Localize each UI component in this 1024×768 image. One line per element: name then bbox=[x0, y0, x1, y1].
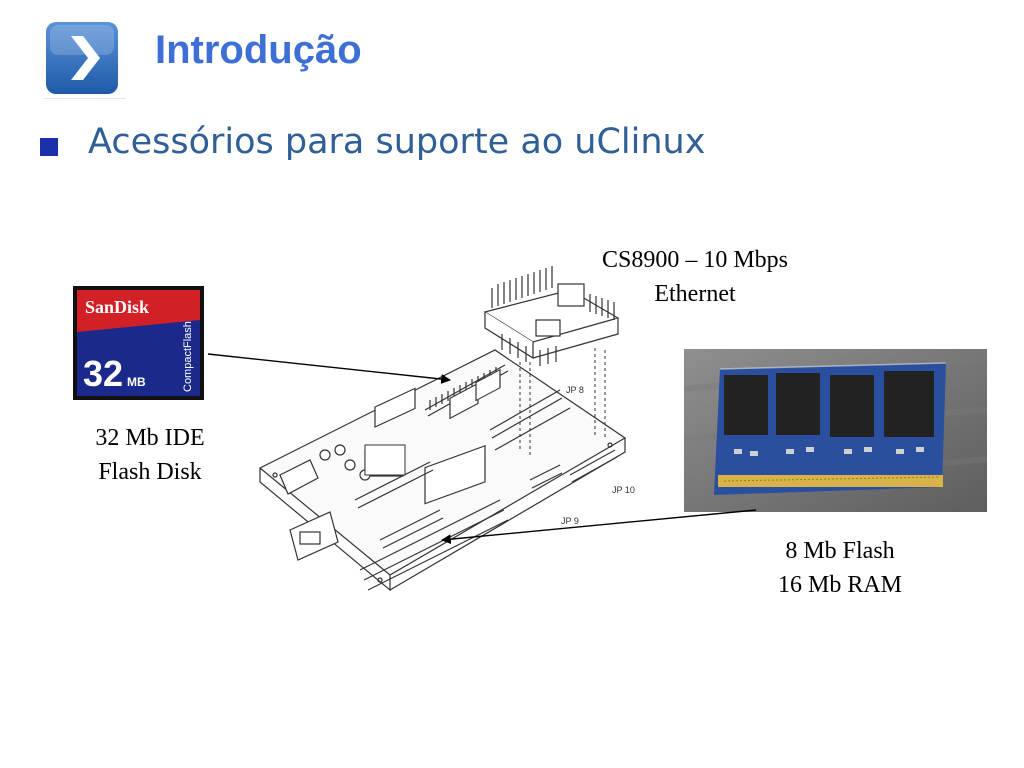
jp10-label: JP 10 bbox=[612, 485, 635, 495]
slide-subtitle: Acessórios para suporte ao uClinux bbox=[88, 122, 706, 162]
ethernet-module-drawing bbox=[483, 266, 620, 366]
jp9-label: JP 9 bbox=[561, 516, 579, 526]
caption-mem-line1: 8 Mb Flash bbox=[785, 538, 895, 564]
memory-module-image bbox=[684, 349, 987, 512]
chevron-right-icon bbox=[46, 22, 118, 94]
caption-cf-line2: Flash Disk bbox=[98, 459, 202, 485]
card-unit: MB bbox=[127, 375, 146, 389]
caption-memory: 8 Mb Flash 16 Mb RAM bbox=[740, 534, 940, 602]
caption-mem-line2: 16 Mb RAM bbox=[777, 572, 903, 598]
square-bullet-icon bbox=[40, 138, 58, 156]
caption-ethernet: CS8900 – 10 Mbps Ethernet bbox=[575, 243, 815, 311]
logo-divider bbox=[44, 98, 126, 99]
slide-title: Introdução bbox=[155, 28, 362, 72]
card-type-label: CompactFlash bbox=[182, 321, 194, 392]
caption-cf-line1: 32 Mb IDE bbox=[95, 425, 205, 451]
caption-eth-line1: CS8900 – 10 Mbps bbox=[601, 247, 789, 273]
card-brand: SanDisk bbox=[85, 297, 149, 317]
caption-compact-flash: 32 Mb IDE Flash Disk bbox=[60, 421, 240, 489]
card-capacity: 32 bbox=[83, 353, 123, 394]
caption-eth-line2: Ethernet bbox=[654, 281, 736, 307]
jp8-label: JP 8 bbox=[566, 385, 584, 395]
compact-flash-card-image: SanDisk 32 MB CompactFlash bbox=[73, 286, 204, 400]
development-board-drawing: JP 8 JP 9 JP 10 bbox=[258, 266, 635, 592]
